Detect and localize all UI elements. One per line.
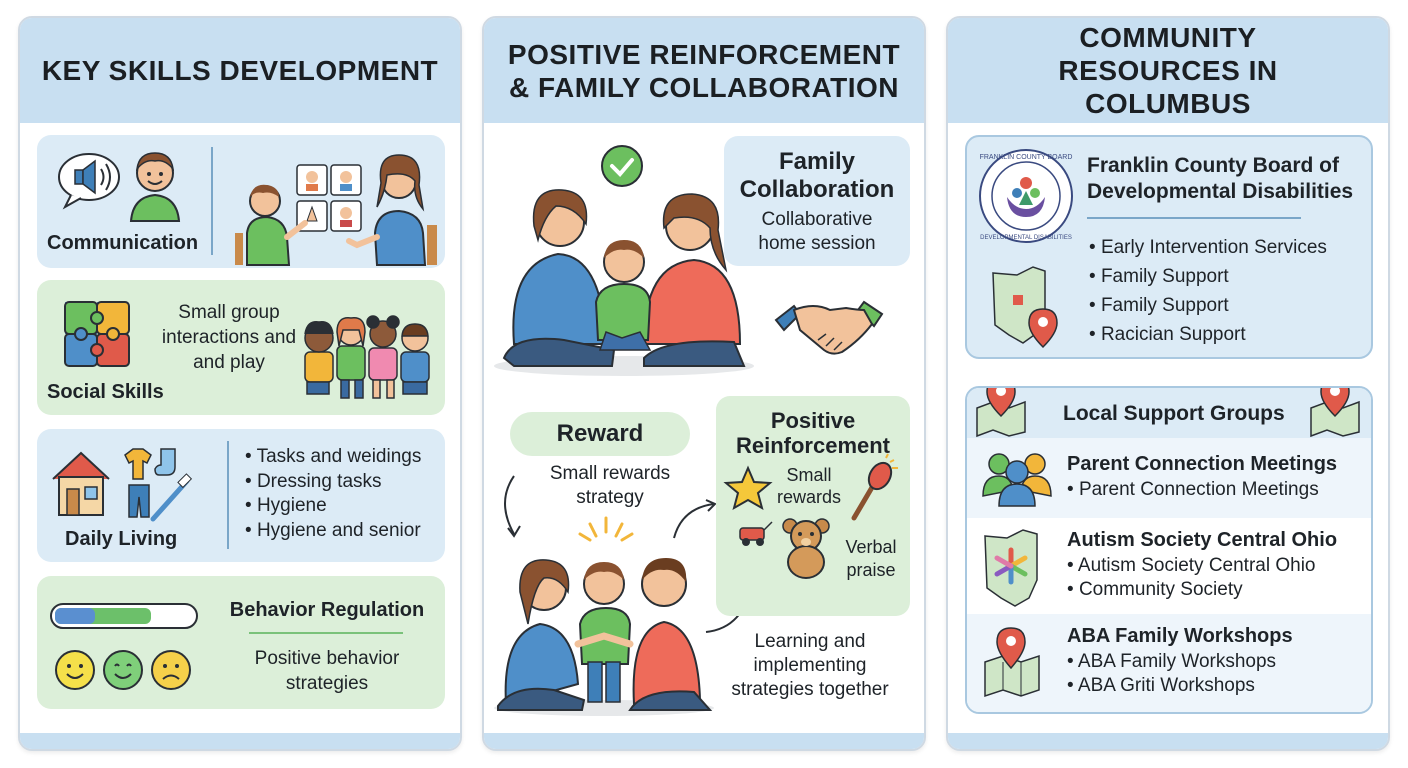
handshake-icon xyxy=(774,300,884,355)
reward-badge: Reward xyxy=(510,412,690,456)
rattle-toy-icon xyxy=(851,453,898,521)
ohio-map-with-pin-icon xyxy=(992,266,1058,349)
smiling-child-icon xyxy=(129,152,181,222)
group-title: Autism Society Central Ohio xyxy=(1067,529,1338,551)
communication-card: Communication xyxy=(37,135,445,268)
behavior-regulation-description: Positive behavior strategies xyxy=(254,648,400,694)
positive-reinforcement-panel: POSITIVE REINFORCEMENT & FAMILY COLLABOR… xyxy=(482,16,926,751)
social-skills-card: Small group interactions and and play So… xyxy=(37,280,445,415)
positive-reinforcement-card: Positive Reinforcement Small rewards Ver… xyxy=(716,396,910,616)
positive-reinforcement-title: Positive Reinforcement xyxy=(735,408,891,458)
list-item: ABA Family Workshops xyxy=(1067,650,1276,674)
group-items: Parent Connection Meetings xyxy=(1067,478,1319,502)
svg-text:DEVELOPMENTAL DISABILITIES: DEVELOPMENTAL DISABILITIES xyxy=(980,235,1072,241)
franklin-county-card: FRANKLIN COUNTY BOARD DEVELOPMENTAL DISA… xyxy=(965,135,1373,359)
key-skills-title: KEY SKILLS DEVELOPMENT xyxy=(20,18,460,123)
therapist-child-picture-cards-illustration xyxy=(235,154,437,266)
group-title: Parent Connection Meetings xyxy=(1067,453,1338,475)
support-groups-title: Local Support Groups xyxy=(1063,402,1285,425)
behavior-regulation-card: Behavior Regulation Positive behavior st… xyxy=(37,576,445,709)
curved-arrow xyxy=(673,499,717,539)
list-item: Community Society xyxy=(1067,578,1315,602)
list-item: Hygiene xyxy=(245,494,421,519)
mood-meter-and-faces-icon xyxy=(50,603,198,690)
toy-car-icon xyxy=(739,521,773,546)
family-collaboration-card: Family Collaboration Collaborative home … xyxy=(724,136,910,266)
list-item: Hygiene and senior xyxy=(245,519,421,544)
community-resources-title: COMMUNITY RESOURCES IN COLUMBUS xyxy=(948,18,1388,123)
social-skills-description: Small group interactions and and play xyxy=(161,302,297,373)
family-collaboration-illustration xyxy=(494,145,754,376)
list-item: Autism Society Central Ohio xyxy=(1067,554,1316,578)
daily-living-card: Daily Living Tasks and weidings Dressing… xyxy=(37,429,445,562)
daily-living-label: Daily Living xyxy=(65,528,178,550)
svg-text:FRANKLIN COUNTY BOARD: FRANKLIN COUNTY BOARD xyxy=(980,154,1073,161)
group-items: ABA Family Workshops ABA Griti Workshops xyxy=(1067,650,1276,698)
small-rewards-label: Small rewards xyxy=(776,465,842,507)
puzzle-pieces-icon xyxy=(64,301,130,367)
group-title: ABA Family Workshops xyxy=(1067,625,1293,647)
local-support-groups-card: Local Support Groups Parent Connection M… xyxy=(965,386,1373,714)
reward-description: Small rewards strategy xyxy=(549,463,671,508)
panel-footer xyxy=(948,733,1388,749)
family-collaboration-description: Collaborative home session xyxy=(758,209,876,254)
map-pin-icon xyxy=(976,388,1026,438)
star-icon xyxy=(723,465,773,511)
community-resources-panel: COMMUNITY RESOURCES IN COLUMBUS FRANKLIN… xyxy=(946,16,1390,751)
divider xyxy=(249,632,403,634)
list-item: Dressing tasks xyxy=(245,470,421,495)
learning-together-text: Learning and implementing strategies tog… xyxy=(731,631,889,700)
list-item: Tasks and weidings xyxy=(245,445,422,470)
communication-label: Communication xyxy=(47,232,199,254)
speaker-speech-bubble-icon xyxy=(58,153,120,210)
map-pin-icon xyxy=(984,627,1040,698)
positive-reinforcement-title: POSITIVE REINFORCEMENT & FAMILY COLLABOR… xyxy=(484,18,924,123)
ohio-puzzle-ribbon-icon xyxy=(984,529,1038,607)
list-item: Parent Connection Meetings xyxy=(1067,478,1319,502)
family-collaboration-title: Family Collaboration xyxy=(739,148,895,203)
list-item: ABA Griti Workshops xyxy=(1067,674,1276,698)
franklin-services-list: Early Intervention Services Family Suppo… xyxy=(1089,233,1327,349)
group-of-children-illustration xyxy=(304,315,430,399)
franklin-county-title: Franklin County Board of Developmental D… xyxy=(1087,154,1354,203)
key-skills-panel: KEY SKILLS DEVELOPMENT Communication xyxy=(18,16,462,751)
divider xyxy=(227,441,229,549)
panel-footer xyxy=(484,733,924,749)
behavior-regulation-label: Behavior Regulation xyxy=(229,599,425,621)
social-skills-label: Social Skills xyxy=(47,381,164,403)
teddy-bear-icon xyxy=(782,518,830,579)
family-reward-illustration xyxy=(494,475,714,716)
people-group-icon xyxy=(982,453,1052,507)
divider xyxy=(211,147,213,255)
daily-living-list: Tasks and weidings Dressing tasks Hygien… xyxy=(245,445,422,544)
map-pin-icon xyxy=(1310,388,1360,438)
verbal-praise-label: Verbal praise xyxy=(845,537,897,580)
divider xyxy=(1087,217,1301,219)
support-groups-header xyxy=(967,388,1371,438)
reward-label: Reward xyxy=(556,420,644,447)
list-item: Early Intervention Services xyxy=(1089,233,1327,262)
franklin-county-seal-logo: FRANKLIN COUNTY BOARD DEVELOPMENTAL DISA… xyxy=(979,149,1073,243)
home-clothes-toothbrush-icons xyxy=(52,448,193,522)
group-items: Autism Society Central Ohio Community So… xyxy=(1067,554,1316,602)
list-item: Family Support xyxy=(1089,291,1327,320)
list-item: Racician Support xyxy=(1089,320,1327,349)
list-item: Family Support xyxy=(1089,262,1327,291)
panel-footer xyxy=(20,733,460,749)
